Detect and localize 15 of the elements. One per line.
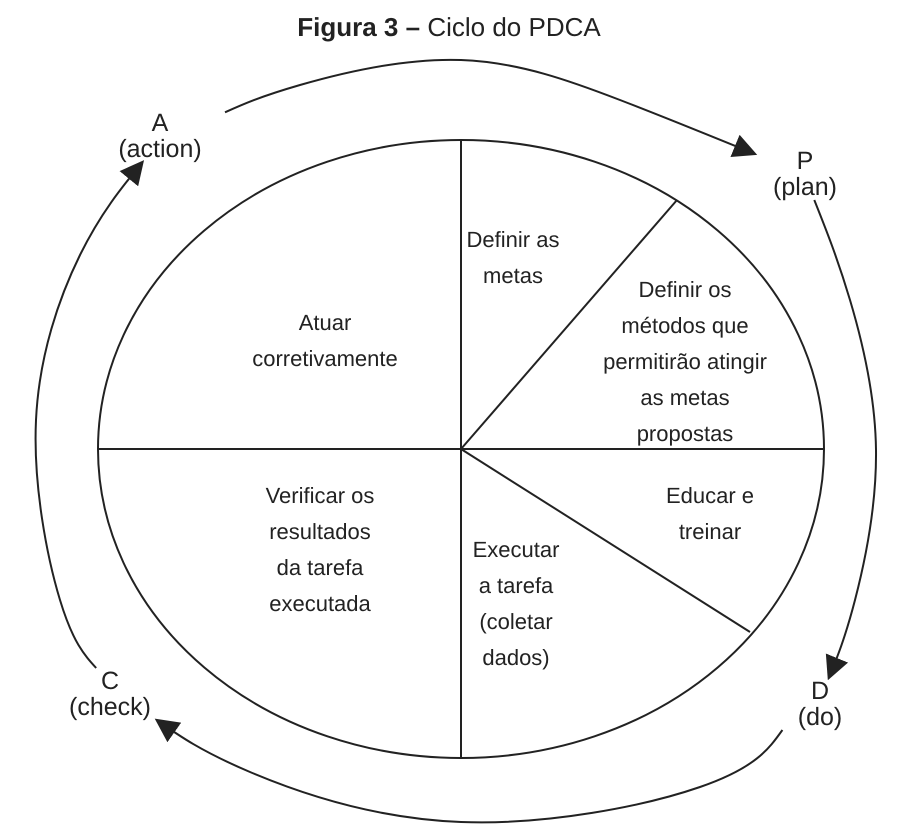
phase-label: P (plan): [755, 148, 855, 200]
phase-label: D (do): [775, 678, 865, 730]
phase-label: A (action): [95, 110, 225, 162]
sector-label: Verificar os resultados da tarefa executada: [255, 478, 385, 622]
cycle-arrow: [224, 58, 758, 157]
cycle-arrow: [154, 718, 784, 824]
sector-label: Educar e treinar: [665, 478, 755, 550]
phase-label: C (check): [55, 668, 165, 720]
cycle-arrow: [813, 200, 877, 680]
sector-label: Executar a tarefa (coletar dados): [466, 532, 566, 676]
sector-label: Atuar corretivamente: [235, 305, 415, 377]
figure-title: Figura 3 – Ciclo do PDCA: [296, 12, 602, 43]
sector-label: Definir as metas: [466, 222, 560, 294]
cycle-arrow: [34, 160, 144, 669]
sector-label: Definir os métodos que permitirão atingir as metas propostas: [595, 272, 775, 452]
